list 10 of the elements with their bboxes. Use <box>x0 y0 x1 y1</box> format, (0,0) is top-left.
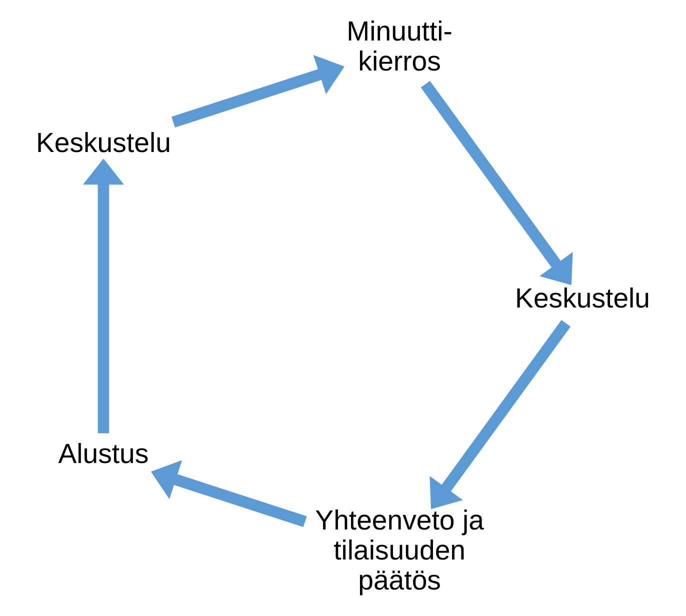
node-text: Keskustelu <box>36 126 171 158</box>
arrow <box>430 320 571 510</box>
node-text: Alustus <box>58 438 149 470</box>
node-text: Keskustelu <box>515 282 650 314</box>
arrow <box>82 158 124 434</box>
arrow <box>150 460 307 528</box>
arrow <box>420 80 573 286</box>
node-text: Minuutti- kierros <box>346 16 452 77</box>
node-text: Yhteenveto ja tilaisuuden päätös <box>315 504 484 596</box>
arrow <box>172 55 344 128</box>
